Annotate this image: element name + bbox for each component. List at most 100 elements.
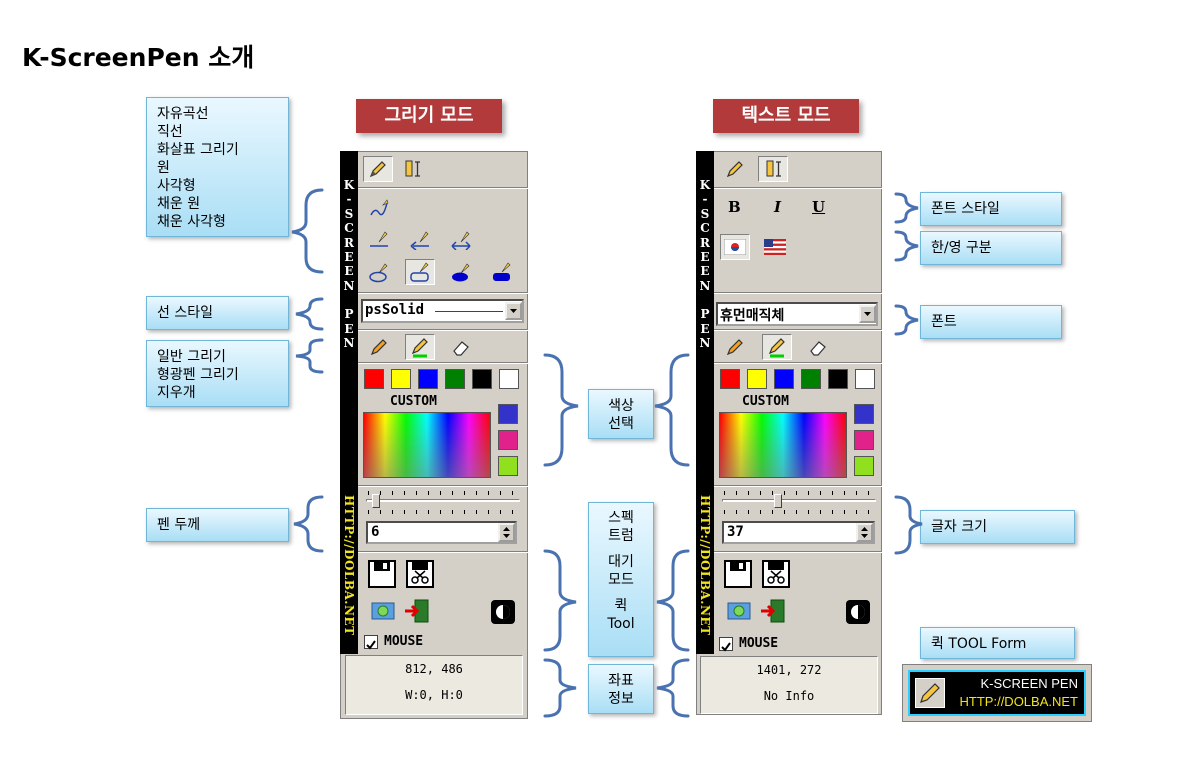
callout-line: 선택 — [608, 416, 634, 432]
pencil-icon — [726, 339, 743, 356]
color-spectrum[interactable] — [363, 412, 491, 478]
font-value: 휴먼매직체 — [720, 308, 785, 324]
text-mode-tab[interactable] — [397, 156, 427, 182]
cut-button[interactable] — [761, 559, 791, 593]
color-spectrum[interactable] — [719, 412, 847, 478]
pen-width-spinner[interactable] — [498, 523, 515, 542]
pen-width-slider-thumb[interactable] — [372, 494, 380, 508]
pen-width-slider-track[interactable] — [366, 499, 520, 502]
invert-screen-button[interactable] — [491, 600, 515, 628]
bold-button[interactable]: B — [728, 198, 741, 216]
italic-button[interactable]: I — [774, 198, 782, 216]
quick-tool-form[interactable]: K-SCREEN PEN HTTP://DOLBA.NET — [902, 664, 1092, 722]
exit-button[interactable] — [403, 597, 431, 629]
brace — [654, 353, 690, 467]
draw-mode-tab[interactable] — [720, 156, 750, 182]
custom-swatch-magenta[interactable] — [854, 430, 874, 450]
brace — [543, 353, 579, 467]
coordinate-info-box: 1401, 272 No Info — [700, 656, 878, 714]
brand-letter: C — [344, 221, 354, 236]
color-swatch-green[interactable] — [801, 369, 821, 389]
draw-mode-tab[interactable] — [363, 156, 393, 182]
brand-letters: K - S C R E E N P E N — [698, 178, 712, 350]
cut-button[interactable] — [405, 559, 435, 593]
brand-gap — [342, 293, 356, 307]
brand-letter: P — [344, 307, 354, 322]
english-input-button[interactable] — [764, 239, 786, 259]
rectangle-tool[interactable] — [405, 259, 435, 285]
font-size-input[interactable]: 37 — [722, 521, 875, 544]
custom-swatch-blue[interactable] — [498, 404, 518, 424]
custom-swatch-lime[interactable] — [498, 456, 518, 476]
korean-input-button[interactable] — [720, 234, 750, 260]
capture-button[interactable] — [726, 599, 752, 627]
save-button[interactable] — [723, 559, 753, 593]
callout-line: 좌표 — [608, 673, 634, 689]
color-swatch-blue[interactable] — [418, 369, 438, 389]
color-swatch-red[interactable] — [364, 369, 384, 389]
underline-button[interactable]: U — [812, 198, 826, 216]
normal-pen-tool[interactable] — [720, 334, 750, 360]
separator — [358, 292, 528, 294]
callout-line: 자유곡선 — [157, 106, 209, 122]
filled-ellipse-tool[interactable] — [446, 259, 476, 285]
callout-line: 일반 그리기 — [157, 349, 226, 365]
color-swatch-red[interactable] — [720, 369, 740, 389]
callout-line: 화살표 그리기 — [157, 142, 239, 158]
custom-swatch-magenta[interactable] — [498, 430, 518, 450]
chevron-down-icon — [510, 309, 517, 313]
mouse-checkbox[interactable] — [364, 635, 378, 650]
brand-letter: E — [344, 250, 354, 265]
mouse-label: MOUSE — [739, 636, 779, 651]
color-swatch-blue[interactable] — [774, 369, 794, 389]
filled-rectangle-tool[interactable] — [487, 259, 517, 285]
double-arrow-tool[interactable] — [446, 226, 476, 252]
quick-tool-pen-button[interactable] — [915, 678, 945, 708]
font-size-slider-thumb[interactable] — [774, 494, 782, 508]
invert-screen-button[interactable] — [846, 600, 870, 628]
color-swatch-black[interactable] — [472, 369, 492, 389]
brace — [656, 658, 690, 718]
line-tool[interactable] — [364, 226, 394, 252]
coordinate-readout: 812, 486 — [405, 662, 463, 676]
highlighter-tool[interactable] — [405, 334, 435, 360]
eraser-tool[interactable] — [446, 334, 476, 360]
font-select[interactable]: 휴먼매직체 — [716, 302, 878, 326]
custom-swatch-lime[interactable] — [854, 456, 874, 476]
color-swatch-green[interactable] — [445, 369, 465, 389]
font-dropdown-button[interactable] — [859, 305, 876, 323]
custom-swatch-blue[interactable] — [854, 404, 874, 424]
color-swatch-white[interactable] — [855, 369, 875, 389]
info-readout: No Info — [763, 689, 815, 703]
color-swatch-yellow[interactable] — [747, 369, 767, 389]
color-swatch-yellow[interactable] — [391, 369, 411, 389]
arrow-tool[interactable] — [405, 226, 435, 252]
rectangle-icon — [410, 262, 429, 282]
pen-width-input[interactable]: 6 — [366, 521, 517, 544]
save-button[interactable] — [367, 559, 397, 593]
text-mode-tab[interactable] — [758, 156, 788, 182]
line-style-select[interactable]: psSolid — [361, 299, 524, 323]
brace — [293, 495, 324, 553]
mouse-checkbox[interactable] — [719, 637, 733, 652]
quick-tool-form-callout: 퀵 TOOL Form — [920, 627, 1075, 659]
color-swatch-black[interactable] — [828, 369, 848, 389]
separator — [714, 292, 882, 294]
font-size-slider-track[interactable] — [722, 499, 876, 502]
highlighter-tool[interactable] — [762, 334, 792, 360]
color-swatch-white[interactable] — [499, 369, 519, 389]
freehand-tool[interactable] — [364, 195, 394, 221]
normal-pen-tool[interactable] — [364, 334, 394, 360]
font-size-spinner[interactable] — [856, 523, 873, 542]
eraser-tool[interactable] — [803, 334, 833, 360]
ellipse-tool[interactable] — [364, 259, 394, 285]
brand-letter: - — [702, 192, 708, 207]
slider-ticks — [368, 510, 518, 514]
quick-tool-title: K-SCREEN PEN — [980, 676, 1078, 691]
korea-flag-icon — [724, 239, 746, 255]
spectrum-standby-quicktool-callout: 스펙 트럼 대기 모드 퀵 Tool — [588, 502, 654, 657]
capture-button[interactable] — [370, 599, 396, 627]
exit-button[interactable] — [759, 597, 787, 629]
page-title: K-ScreenPen 소개 — [22, 43, 255, 72]
line-style-dropdown-button[interactable] — [505, 302, 522, 320]
